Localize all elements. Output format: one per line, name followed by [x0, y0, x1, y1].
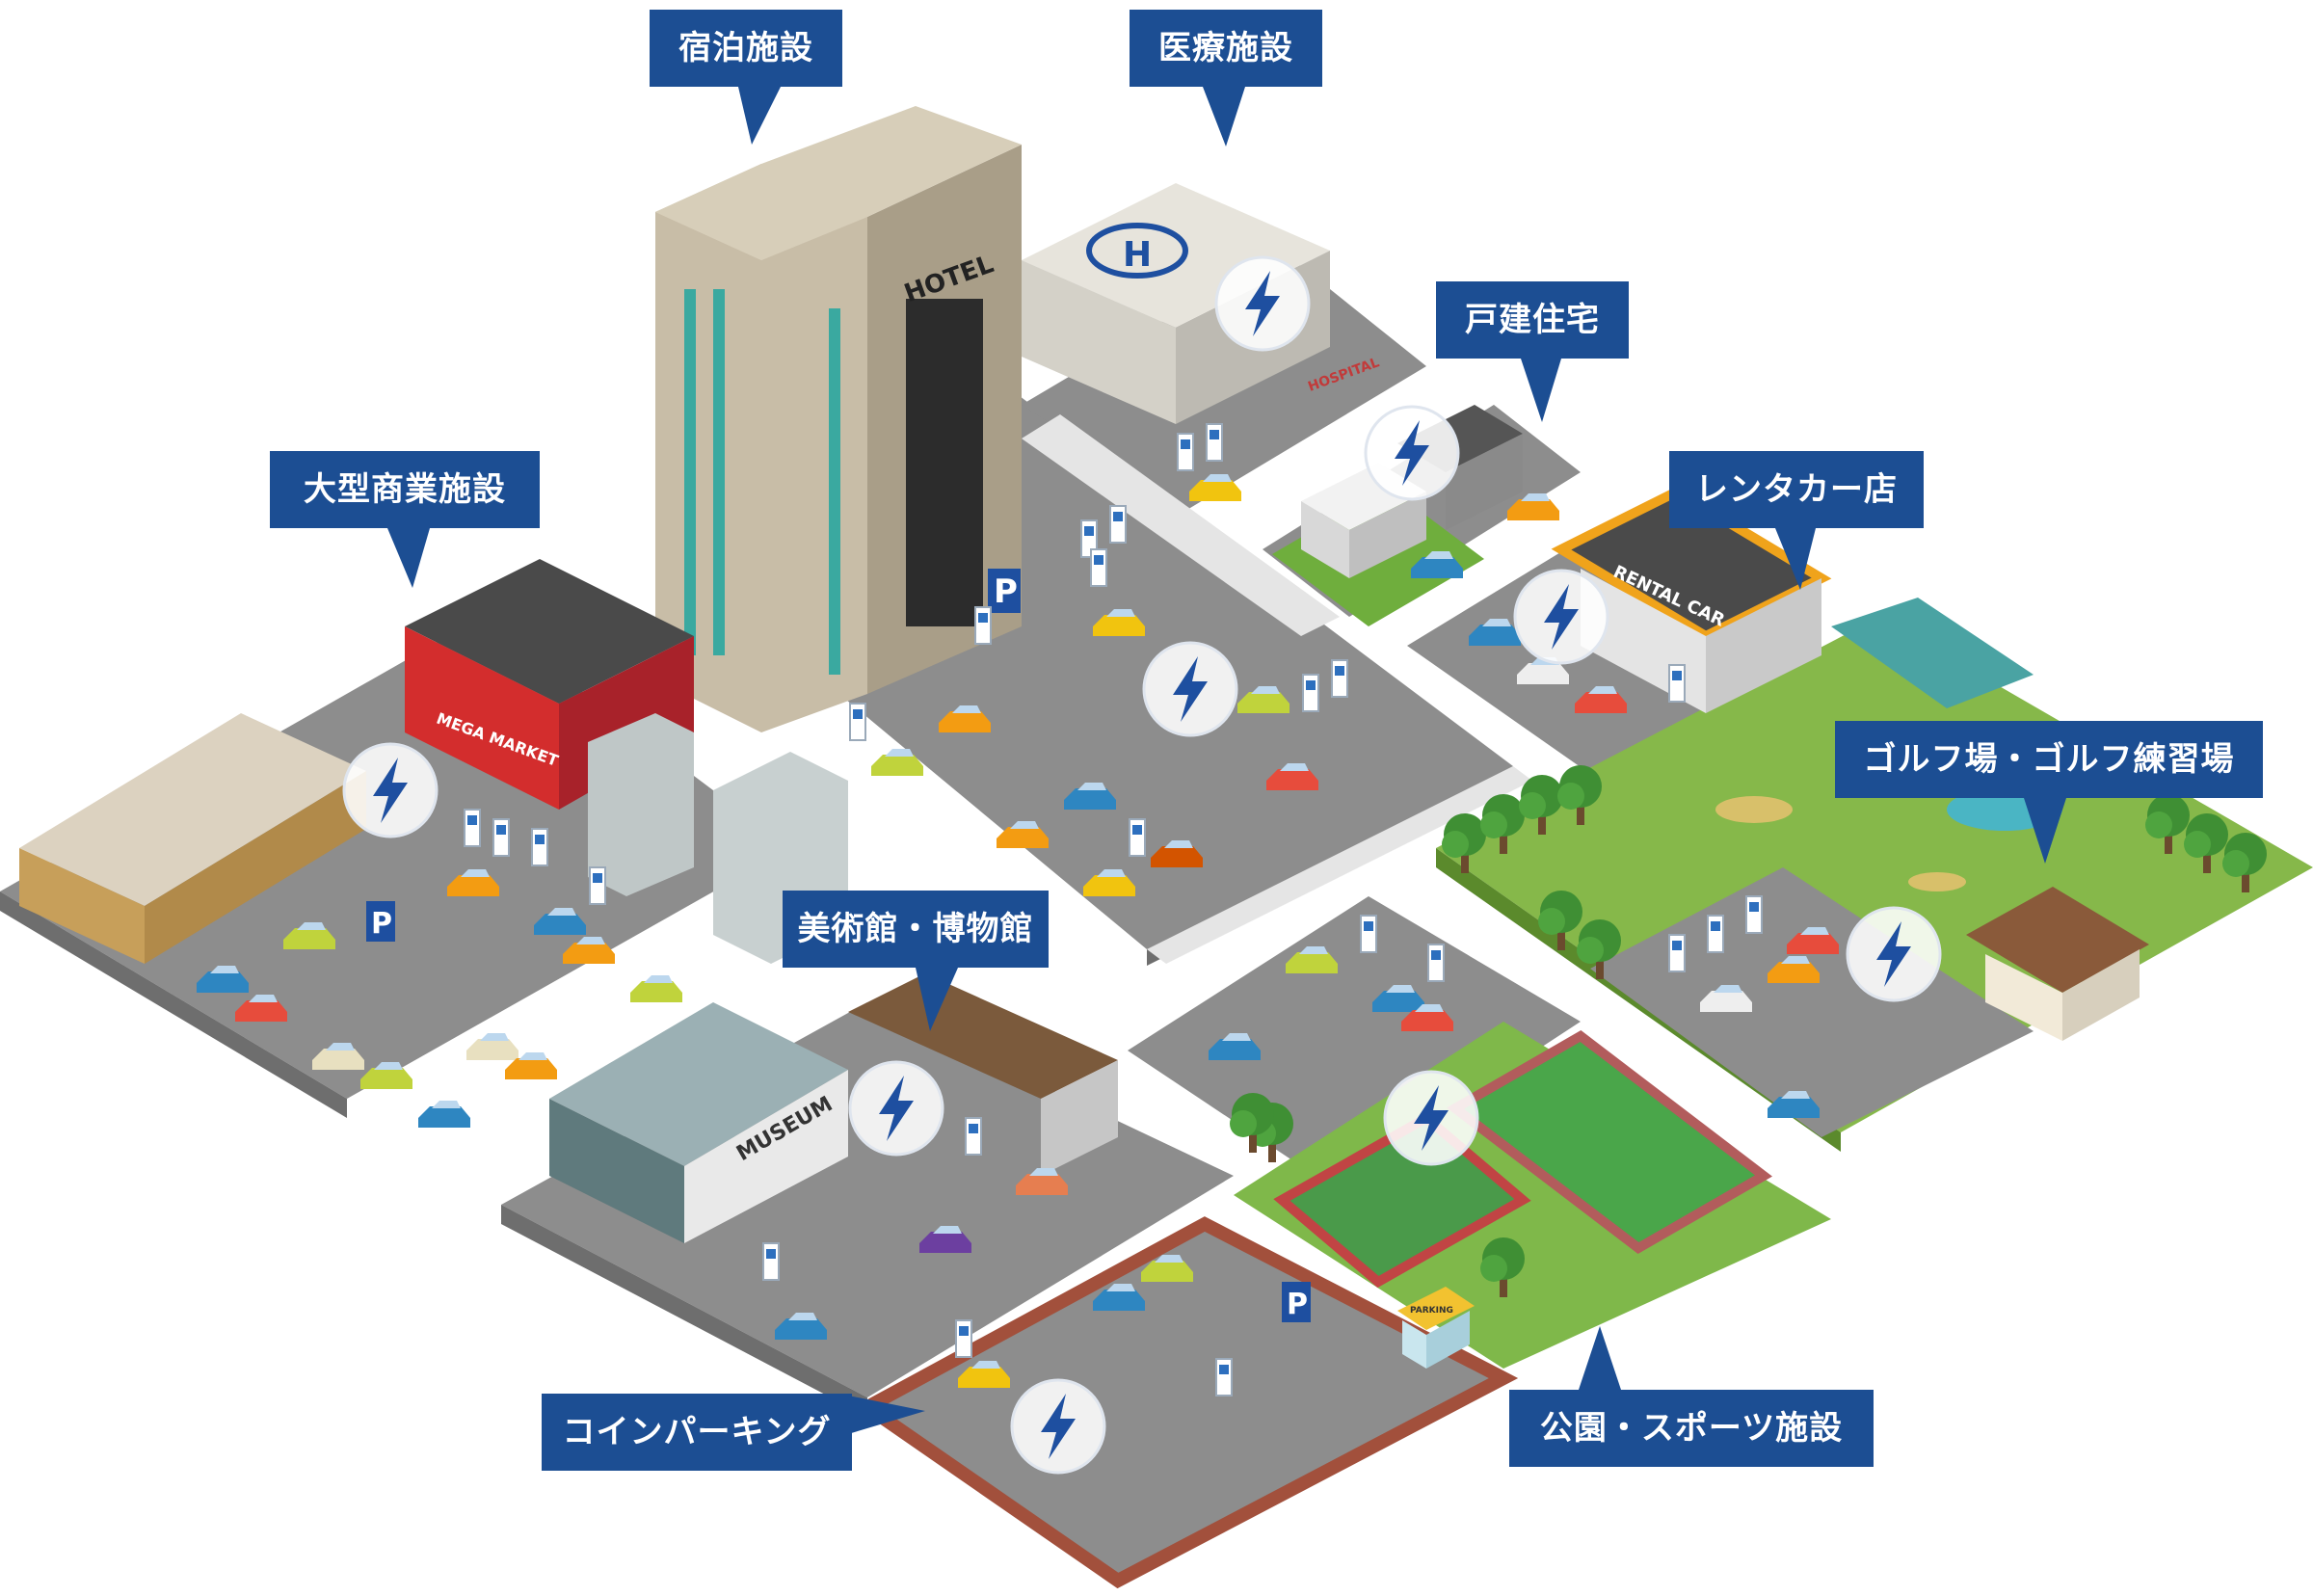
label-detached-house: 戸建住宅: [1436, 281, 1629, 359]
parking-p-icon: [366, 569, 1311, 1322]
parking-sign-mall: P: [371, 907, 392, 941]
label-park-sports: 公園・スポーツ施設: [1509, 1390, 1874, 1467]
rental-car-shop: [1551, 486, 1832, 713]
soccer-field: [1446, 1030, 1773, 1254]
golf-sand-1: [1715, 796, 1793, 823]
label-large-commercial: 大型商業施設: [270, 451, 540, 528]
driving-range-canopy: [1831, 598, 2034, 708]
golf-parking-lot: [1590, 867, 2034, 1137]
parking-booth: [1397, 1287, 1475, 1369]
parking-sign-coin: P: [1287, 1288, 1308, 1321]
tennis-court: [1273, 1111, 1531, 1289]
label-rental-car: レンタカー店: [1669, 451, 1924, 528]
road-a: [1022, 414, 1340, 636]
road-b: [1147, 766, 1532, 964]
label-lodging: 宿泊施設: [650, 10, 842, 87]
coin-parking-lot: [854, 1216, 1519, 1589]
mega-market-building: [19, 559, 694, 964]
label-museum: 美術館・博物館: [783, 891, 1049, 968]
golf-sand-2: [1908, 872, 1966, 891]
museum-building: [549, 973, 1118, 1243]
mall-lot-side: [0, 891, 347, 1118]
label-coin-parking: コインパーキング: [542, 1394, 852, 1471]
museum-lot-side: [501, 1205, 867, 1417]
hotel-building: [655, 106, 1022, 732]
golf-clubhouse: [1966, 887, 2149, 1041]
helipad-h-icon: H: [1123, 235, 1152, 275]
parking-booth-sign: PARKING: [1410, 1306, 1453, 1316]
parking-sign-hotel: P: [994, 572, 1018, 611]
label-golf: ゴルフ場・ゴルフ練習場: [1835, 721, 2263, 798]
label-medical: 医療施設: [1130, 10, 1322, 87]
callout-pointers: [387, 87, 2066, 1434]
